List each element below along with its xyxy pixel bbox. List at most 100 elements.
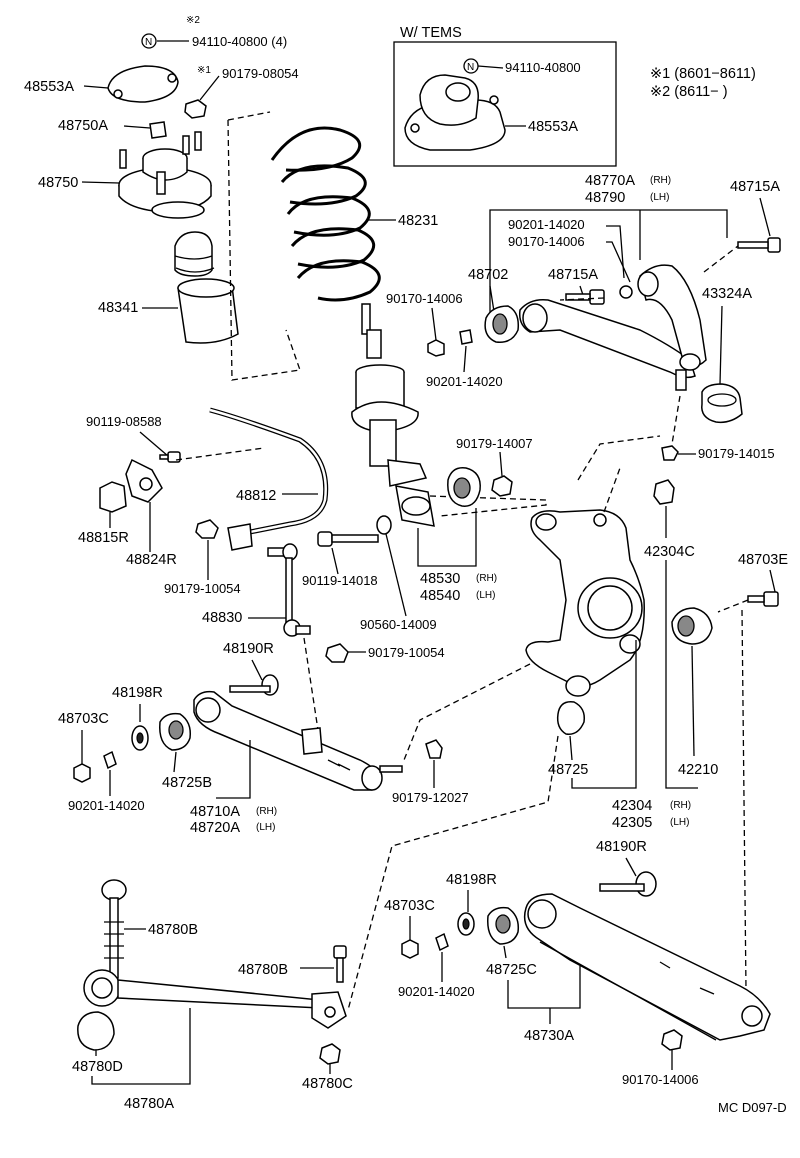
washer-icon — [103, 750, 117, 770]
label-42304-rh: (RH) — [670, 800, 691, 811]
bushing-icon — [159, 712, 192, 751]
steering-knuckle-icon — [525, 509, 645, 697]
bolt-icon — [379, 765, 403, 773]
label-42304C: 42304C — [644, 544, 695, 560]
label-48190R-b: 48190R — [596, 839, 647, 855]
stabilizer-bushing-icon — [99, 458, 163, 513]
tems-inset-box — [393, 41, 617, 167]
label-48710A-rh: (RH) — [256, 806, 277, 817]
label-94110-40800-top: 94110-40800 (4) — [192, 34, 287, 49]
stabilizer-bar-icon — [209, 407, 329, 551]
nut-icon — [195, 519, 219, 539]
label-90179-14015: 90179-14015 — [698, 446, 775, 461]
nut-icon — [73, 763, 91, 783]
label-48780D: 48780D — [72, 1059, 123, 1075]
collar-icon — [149, 121, 167, 139]
nut-icon — [619, 285, 633, 299]
bushing-icon — [484, 305, 520, 343]
note-marker-1: ※1 — [197, 65, 211, 76]
washer-icon — [131, 725, 149, 751]
label-48725: 48725 — [548, 762, 588, 778]
label-48703C-b: 48703C — [384, 898, 435, 914]
label-48190R-a: 48190R — [223, 641, 274, 657]
label-42305-lh: (LH) — [670, 817, 689, 828]
top-cover-icon — [107, 65, 179, 103]
washer-icon — [459, 329, 473, 345]
bolt-icon — [565, 289, 605, 305]
label-90170-14006-a: 90170-14006 — [508, 234, 585, 249]
label-48780B-b: 48780B — [238, 962, 288, 978]
label-48824R: 48824R — [126, 552, 177, 568]
label-48815R: 48815R — [78, 530, 129, 546]
label-42210: 42210 — [678, 762, 718, 778]
label-48198R-a: 48198R — [112, 685, 163, 701]
knuckle-bushing-icon — [671, 607, 713, 645]
label-48341: 48341 — [98, 300, 138, 316]
nut-icon — [184, 99, 207, 119]
nut-icon — [325, 643, 349, 663]
label-48553A: 48553A — [24, 79, 74, 95]
bolt-icon — [747, 591, 779, 607]
tems-cover-label: 48553A — [528, 119, 578, 135]
label-48780B-a: 48780B — [148, 922, 198, 938]
label-48720A: 48720A — [190, 820, 240, 836]
label-48715A-mid: 48715A — [548, 267, 598, 283]
strut-rod-icon — [83, 969, 347, 1029]
adjusting-bolt-icon — [229, 674, 279, 696]
label-48715A-right: 48715A — [730, 179, 780, 195]
bolt-icon — [737, 237, 781, 253]
label-48770A-rh: (RH) — [650, 175, 671, 186]
nut-icon — [661, 1029, 683, 1051]
lower-control-arm-icon — [523, 893, 771, 1041]
label-48198R-b: 48198R — [446, 872, 497, 888]
label-48750A: 48750A — [58, 118, 108, 134]
label-48725B: 48725B — [162, 775, 212, 791]
label-48530: 48530 — [420, 571, 460, 587]
label-43324A: 43324A — [702, 286, 752, 302]
label-48770A: 48770A — [585, 173, 635, 189]
label-48540-lh: (LH) — [476, 590, 495, 601]
label-48730A: 48730A — [524, 1028, 574, 1044]
label-90201-14020-a: 90201-14020 — [508, 217, 585, 232]
label-48530-rh: (RH) — [476, 573, 497, 584]
stabilizer-link-icon — [267, 543, 311, 637]
label-90560-14009: 90560-14009 — [360, 617, 437, 632]
lower-arm-icon — [193, 690, 383, 791]
tems-bolt-label: 94110-40800 — [505, 60, 581, 75]
washer-icon — [457, 912, 475, 936]
label-90179-08054: 90179-08054 — [222, 66, 299, 81]
label-48830: 48830 — [202, 610, 242, 626]
strut-rod-bushing-icon — [77, 1011, 115, 1051]
n-symbol-icon — [141, 33, 157, 49]
label-48703C-a: 48703C — [58, 711, 109, 727]
shock-bolt-icon — [317, 515, 392, 547]
shock-bushing-icon — [447, 467, 481, 507]
note-marker-2: ※2 — [186, 15, 200, 26]
washer-icon — [435, 932, 449, 952]
label-90179-12027: 90179-12027 — [392, 790, 469, 805]
label-90179-14007: 90179-14007 — [456, 436, 533, 451]
nut-icon — [425, 739, 443, 759]
note-1: ※1 (8601−8611) — [650, 66, 756, 82]
strut-rod-bolt-icon — [101, 879, 127, 979]
bushing-icon — [487, 906, 520, 945]
label-48231: 48231 — [398, 213, 438, 229]
label-90179-10054-a: 90179-10054 — [164, 581, 241, 596]
nut-icon — [401, 939, 419, 959]
bump-stop-icon — [701, 383, 743, 424]
label-90170-14006-c: 90170-14006 — [622, 1072, 699, 1087]
label-90170-14006-b: 90170-14006 — [386, 291, 463, 306]
label-48790: 48790 — [585, 190, 625, 206]
coil-spring-icon — [270, 126, 381, 302]
shock-absorber-icon — [351, 303, 435, 527]
tems-cover-icon — [404, 74, 506, 151]
label-90201-14020-b: 90201-14020 — [426, 374, 503, 389]
n-symbol-letter: N — [145, 37, 152, 48]
label-48703E: 48703E — [738, 552, 788, 568]
label-48790-lh: (LH) — [650, 192, 669, 203]
label-48540: 48540 — [420, 588, 460, 604]
note-2: ※2 (8611− ) — [650, 84, 728, 100]
label-48725C: 48725C — [486, 962, 537, 978]
nut-icon — [661, 445, 679, 461]
nut-icon — [319, 1043, 341, 1065]
